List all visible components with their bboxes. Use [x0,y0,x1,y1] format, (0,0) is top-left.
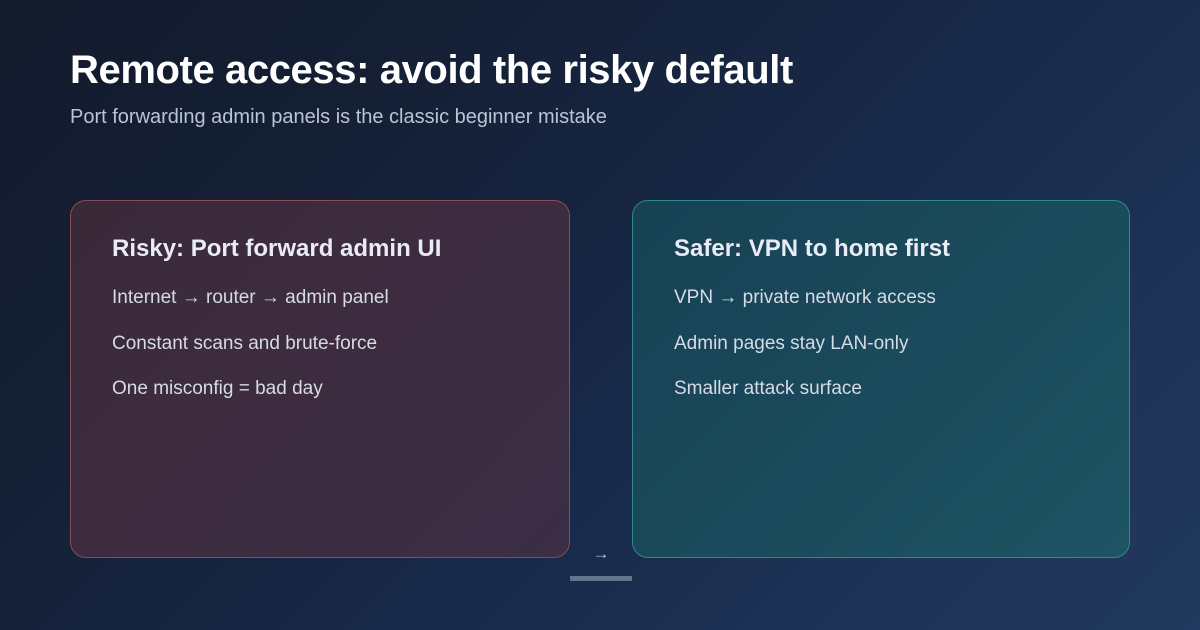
card-safer-line-3: Smaller attack surface [674,378,862,400]
comparison-cards: Risky: Port forward admin UI Internet → … [0,200,1200,581]
connector-bar [570,576,632,581]
card-risky: Risky: Port forward admin UI Internet → … [70,200,570,558]
card-risky-line-2: Constant scans and brute-force [112,332,378,354]
card-safer-line-1: VPN → private network access [674,286,936,308]
card-risky-line-1: Internet → router → admin panel [112,286,389,308]
card-risky-line-3: One misconfig = bad day [112,378,323,400]
card-safer-line-2: Admin pages stay LAN-only [674,332,909,354]
header: Remote access: avoid the risky default P… [70,48,1130,129]
page-title: Remote access: avoid the risky default [70,48,793,92]
card-safer: Safer: VPN to home first VPN → private n… [632,200,1130,558]
page-subtitle: Port forwarding admin panels is the clas… [70,105,607,128]
card-risky-title: Risky: Port forward admin UI [112,235,442,262]
card-safer-title: Safer: VPN to home first [674,235,951,262]
arrow-right-icon: → [592,543,610,563]
